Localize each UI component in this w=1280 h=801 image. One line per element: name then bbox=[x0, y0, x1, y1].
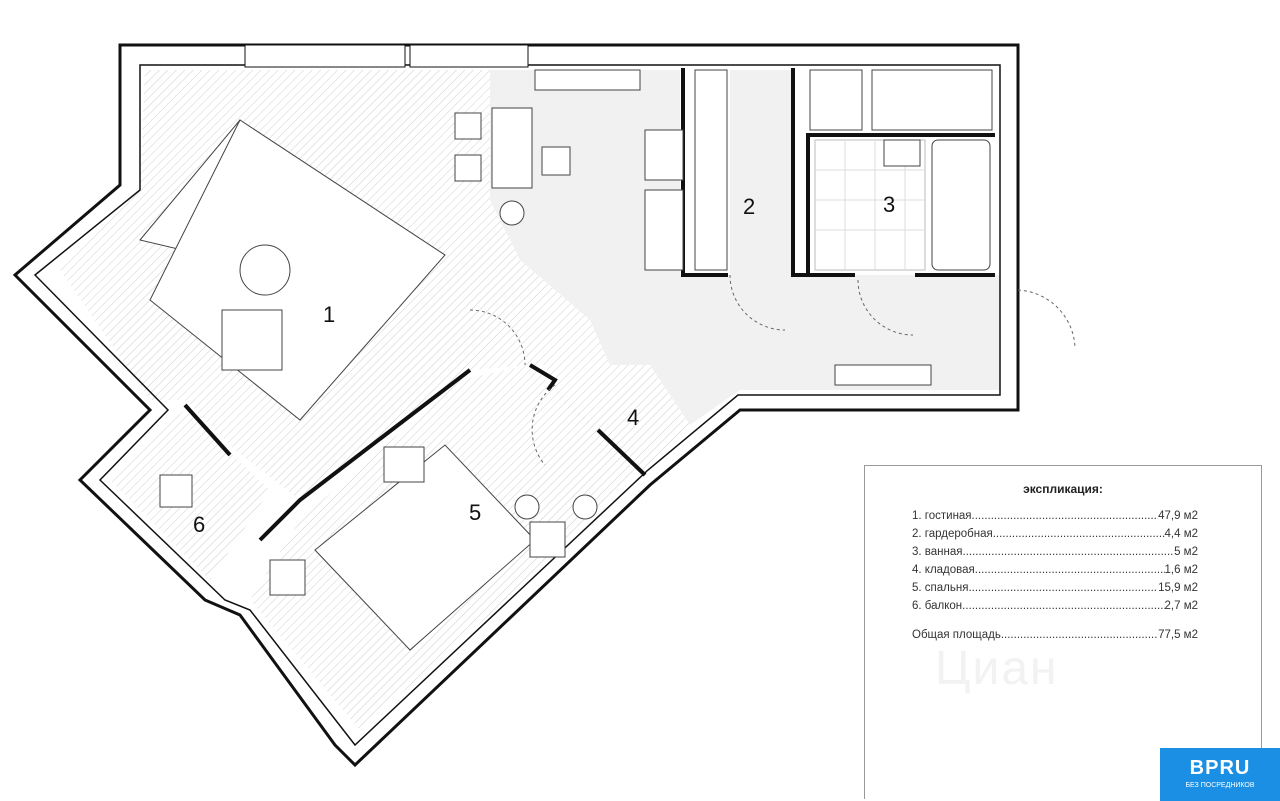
furniture bbox=[139, 69, 993, 651]
legend-row: 6. балкон 2,7 м2 bbox=[912, 600, 1198, 612]
desk-chair bbox=[529, 521, 566, 558]
legend-row: 1. гостиная 47,9 м2 bbox=[912, 510, 1198, 522]
legend-title: экспликация: bbox=[1023, 482, 1103, 496]
stool bbox=[514, 494, 540, 520]
room-area: 47,9 м2 bbox=[1158, 510, 1198, 522]
plant bbox=[499, 200, 525, 226]
stool bbox=[454, 154, 482, 182]
sink bbox=[883, 139, 921, 167]
legend-row: 4. кладовая 1,6 м2 bbox=[912, 564, 1198, 576]
legend-row: 5. спальня 15,9 м2 bbox=[912, 582, 1198, 594]
room-area: 15,9 м2 bbox=[1158, 582, 1198, 594]
bench bbox=[834, 364, 932, 386]
window bbox=[244, 44, 406, 68]
bpru-logo[interactable]: BPRU БЕЗ ПОСРЕДНИКОВ bbox=[1160, 748, 1280, 801]
room-label: 4. кладовая bbox=[912, 564, 975, 576]
logo-tagline: БЕЗ ПОСРЕДНИКОВ bbox=[1185, 782, 1255, 789]
cabinet bbox=[871, 69, 993, 131]
room-number-4: 4 bbox=[627, 405, 639, 430]
chair bbox=[541, 146, 571, 176]
room-area: 4,4 м2 bbox=[1164, 528, 1198, 540]
stool bbox=[572, 494, 598, 520]
room-area: 1,6 м2 bbox=[1164, 564, 1198, 576]
legend-row: 3. ванная 5 м2 bbox=[912, 546, 1198, 558]
stool bbox=[454, 112, 482, 140]
legend-panel: Циан экспликация: 1. гостиная 47,9 м2 2. … bbox=[864, 465, 1262, 799]
door-swings bbox=[469, 274, 1076, 466]
room-number-6: 6 bbox=[193, 512, 205, 537]
logo-name: BPRU bbox=[1189, 757, 1251, 779]
room-number-2: 2 bbox=[743, 194, 755, 219]
room-label: 6. балкон bbox=[912, 600, 963, 612]
cabinet bbox=[809, 69, 863, 131]
balcony-table bbox=[159, 474, 193, 508]
total-area: 77,5 м2 bbox=[1158, 629, 1198, 641]
room-number-1: 1 bbox=[323, 302, 335, 327]
kitchen-hall-floor bbox=[490, 70, 1000, 425]
room-label: 3. ванная bbox=[912, 546, 963, 558]
armchair bbox=[221, 309, 283, 371]
counter bbox=[534, 69, 641, 91]
total-label: Общая площадь bbox=[912, 629, 1001, 641]
inner-walls bbox=[33, 64, 1001, 747]
coffee-table bbox=[239, 244, 291, 296]
watermark: Циан bbox=[935, 642, 1059, 695]
room-label: 5. спальня bbox=[912, 582, 969, 594]
wardrobe bbox=[694, 69, 728, 271]
room-area: 5 м2 bbox=[1174, 546, 1198, 558]
room-area: 2,7 м2 bbox=[1164, 600, 1198, 612]
room-number-5: 5 bbox=[469, 500, 481, 525]
outer-walls bbox=[12, 43, 1020, 768]
legend-total: Общая площадь 77,5 м2 bbox=[912, 629, 1198, 641]
stove bbox=[644, 129, 684, 181]
room-number-3: 3 bbox=[883, 192, 895, 217]
bathtub bbox=[931, 139, 991, 271]
legend-row: 2. гардеробная 4,4 м2 bbox=[912, 528, 1198, 540]
nightstand bbox=[269, 559, 306, 596]
window bbox=[409, 44, 529, 68]
bathroom-tiles bbox=[815, 140, 925, 270]
room-label: 2. гардеробная bbox=[912, 528, 993, 540]
storage-floor bbox=[545, 365, 690, 475]
nightstand bbox=[383, 446, 425, 483]
wardrobe bbox=[644, 189, 684, 271]
room-label: 1. гостиная bbox=[912, 510, 972, 522]
kitchen-island bbox=[491, 107, 533, 189]
